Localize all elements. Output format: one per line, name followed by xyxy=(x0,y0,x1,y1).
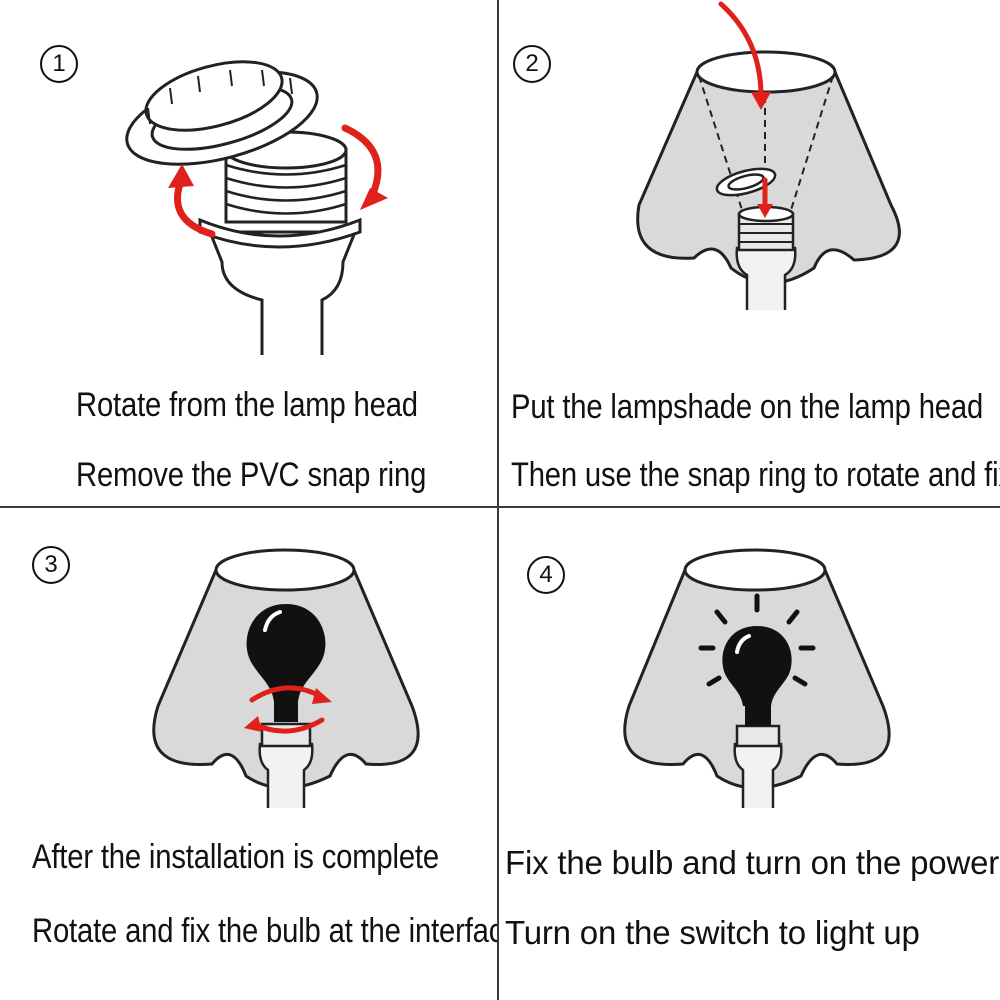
lamp-socket-icon xyxy=(733,724,783,808)
step-1-number: 1 xyxy=(40,45,78,83)
panel-divider-horizontal xyxy=(0,506,1000,508)
step-3-caption-line-2: Rotate and fix the bulb at the interface xyxy=(32,912,497,950)
step-4-illustration xyxy=(623,548,891,808)
step-4-panel: 4 xyxy=(499,508,1000,1000)
snap-ring-icon xyxy=(125,60,319,166)
step-3-panel: 3 After the in xyxy=(0,508,497,1000)
step-4-caption-line-1: Fix the bulb and turn on the power xyxy=(505,844,1000,881)
step-4-number: 4 xyxy=(527,556,565,594)
lamp-socket-icon xyxy=(198,130,362,355)
step-1-caption-line-2: Remove the PVC snap ring xyxy=(76,456,427,494)
bulb-icon xyxy=(722,626,792,726)
step-2-panel: 2 xyxy=(499,0,1000,506)
step-2-number: 2 xyxy=(513,45,551,83)
lamp-socket-icon xyxy=(258,722,314,808)
step-1-caption-line-1: Rotate from the lamp head xyxy=(76,386,418,424)
panel-divider-vertical xyxy=(497,0,499,1000)
light-rays-icon xyxy=(698,593,816,687)
snap-ring-icon xyxy=(715,167,777,197)
step-3-number: 3 xyxy=(32,546,70,584)
step-2-illustration xyxy=(636,1,901,310)
step-2-caption-line-1: Put the lampshade on the lamp head xyxy=(511,388,984,426)
step-3-illustration xyxy=(152,548,420,808)
step-2-caption-line-2: Then use the snap ring to rotate and fix xyxy=(511,456,1000,494)
step-1-illustration xyxy=(125,60,388,355)
step-4-caption-line-2: Turn on the switch to light up xyxy=(505,914,920,951)
lamp-socket-icon xyxy=(735,205,797,310)
bulb-icon xyxy=(246,604,326,722)
step-3-caption-line-1: After the installation is complete xyxy=(32,838,439,876)
step-1-panel: 1 xyxy=(0,0,497,506)
